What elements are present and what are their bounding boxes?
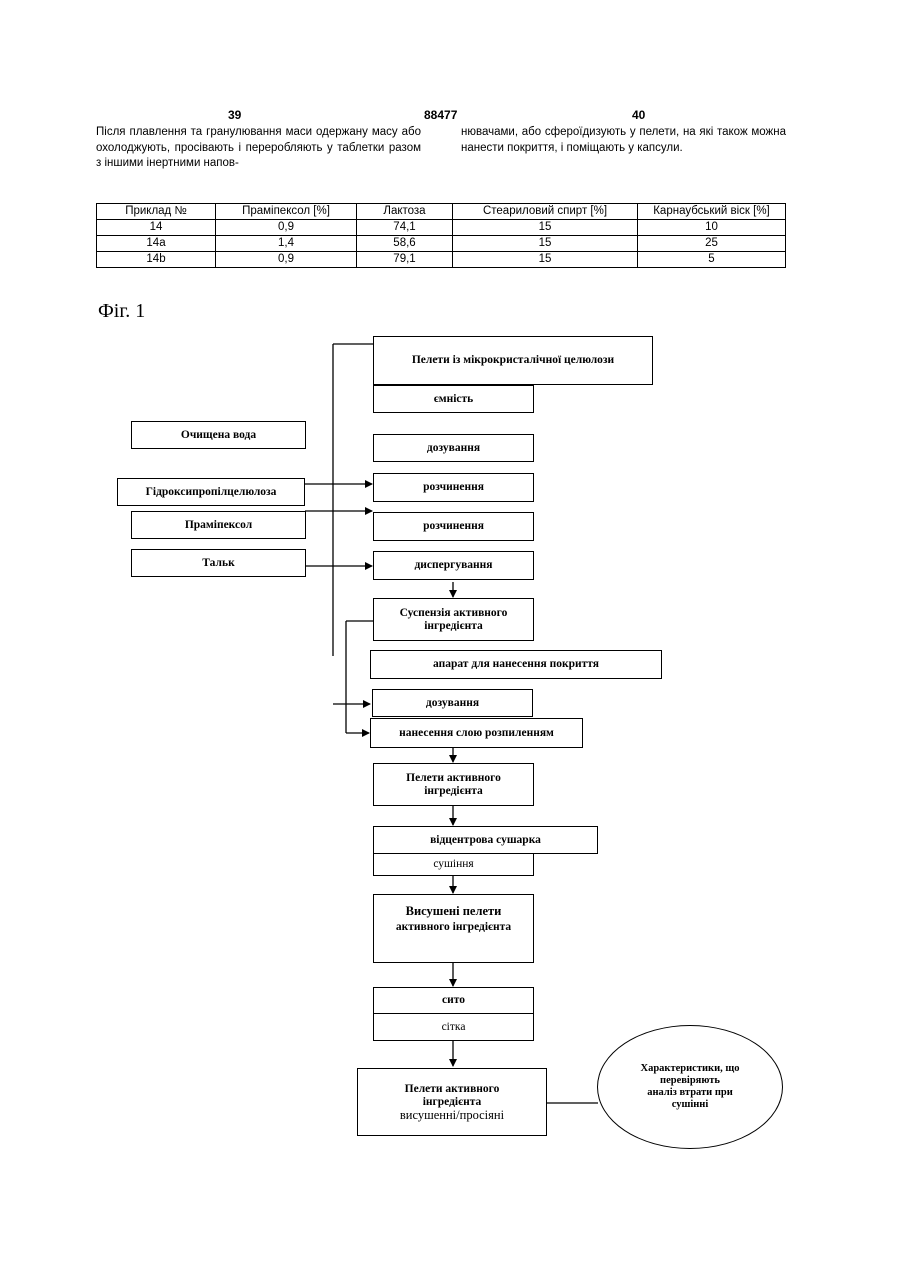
box-line: інгредієнта [423,1096,482,1109]
box-pramipexole: Праміпексол [131,511,306,539]
box-active-suspension: Суспензія активного інгредієнта [373,598,534,641]
box-mcc-pellets: Пелети із мікрокристалічної целюлози [373,336,653,385]
ellipse-line: аналіз втрати при [647,1087,733,1099]
box-purified-water: Очищена вода [131,421,306,449]
box-line: Висушені пелети [406,905,502,918]
box-line: інгредієнта [424,785,483,798]
box-final-pellets: Пелети активного інгредієнта висушенні/п… [357,1068,547,1136]
quality-checks-ellipse: Характеристики, що перевіряють аналіз вт… [597,1025,783,1149]
box-centrifugal-dryer: відцентрова сушарка [373,826,598,854]
box-mesh: сітка [373,1013,534,1041]
ellipse-line: Характеристики, що [640,1063,739,1075]
box-line: Пелети активного [406,772,501,785]
box-sieve: сито [373,987,534,1014]
box-line: Суспензія активного [400,607,508,620]
box-dosing-1: дозування [373,434,534,462]
ellipse-line: сушінні [672,1099,709,1111]
box-active-pellets: Пелети активного інгредієнта [373,763,534,806]
box-line: Пелети активного [405,1083,500,1096]
box-dried-pellets: Висушені пелети активного інгредієнта [373,894,534,963]
box-talc: Тальк [131,549,306,577]
box-container: ємність [373,385,534,413]
box-line: активного інгредієнта [396,921,511,934]
box-coating-apparatus: апарат для нанесення покриття [370,650,662,679]
box-dosing-2: дозування [372,689,533,717]
box-spray-coating: нанесення слою розпиленням [370,718,583,748]
box-dispersing: диспергування [373,551,534,580]
box-dissolving-1: розчинення [373,473,534,502]
box-line: інгредієнта [424,620,483,633]
box-dissolving-2: розчинення [373,512,534,541]
box-line: висушенні/просіяні [400,1109,504,1122]
box-hydroxypropylcellulose: Гідроксипропілцелюлоза [117,478,305,506]
box-drying: сушіння [373,853,534,876]
ellipse-line: перевіряють [660,1075,720,1087]
